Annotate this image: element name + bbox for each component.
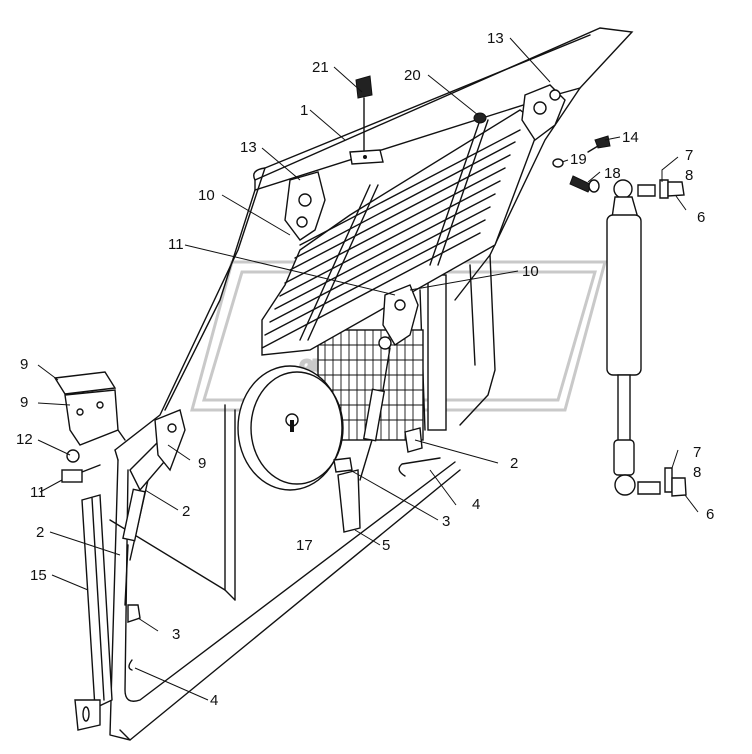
gas-strut-center bbox=[359, 347, 391, 481]
callout-4-upper: 4 bbox=[472, 496, 480, 513]
callout-14: 14 bbox=[622, 129, 639, 146]
callout-18: 18 bbox=[604, 165, 621, 182]
callout-9-bracket: 9 bbox=[198, 455, 206, 472]
callout-5: 5 bbox=[382, 537, 390, 554]
callout-19: 19 bbox=[570, 151, 587, 168]
side-post bbox=[74, 494, 113, 731]
fitting-top bbox=[637, 179, 685, 199]
loose-bracket bbox=[53, 371, 126, 446]
clamp-3-upper bbox=[333, 457, 353, 473]
lower-bracket-left bbox=[129, 409, 186, 492]
callout-3-lower: 3 bbox=[172, 626, 180, 643]
callout-15: 15 bbox=[30, 567, 47, 584]
screw-14 bbox=[587, 135, 611, 153]
hinge-right bbox=[521, 84, 566, 142]
callout-13-left: 13 bbox=[240, 139, 257, 156]
callout-6-bottom: 6 bbox=[706, 506, 714, 523]
callout-21: 21 bbox=[312, 59, 329, 76]
latch-bracket bbox=[378, 284, 419, 350]
callout-2-right: 2 bbox=[510, 455, 518, 472]
clamp-3-lower bbox=[127, 604, 141, 623]
fan-cover bbox=[237, 365, 344, 491]
bracket-5 bbox=[337, 469, 361, 533]
callout-12: 12 bbox=[16, 431, 33, 448]
clip-2-lower bbox=[404, 427, 423, 453]
nut-20 bbox=[473, 112, 487, 124]
callout-6-top: 6 bbox=[697, 209, 705, 226]
callout-8-bottom: 8 bbox=[693, 464, 701, 481]
callout-2-far-left: 2 bbox=[36, 524, 44, 541]
callout-2-left: 2 bbox=[182, 503, 190, 520]
fitting-bottom bbox=[637, 467, 687, 497]
callout-9-top: 9 bbox=[20, 356, 28, 373]
callout-4-lower: 4 bbox=[210, 692, 218, 709]
callout-labels: 21 20 13 13 1 14 19 18 7 8 6 10 11 10 9 … bbox=[16, 30, 714, 709]
bolt-21 bbox=[355, 75, 373, 151]
callout-11-bottom: 11 bbox=[30, 484, 46, 501]
callout-13-top: 13 bbox=[487, 30, 504, 47]
callout-7-bottom: 7 bbox=[693, 444, 701, 461]
washer-19 bbox=[552, 158, 564, 168]
callout-11-top: 11 bbox=[168, 236, 184, 253]
callout-9-mid: 9 bbox=[20, 394, 28, 411]
callout-20: 20 bbox=[404, 67, 421, 84]
callout-7-top: 7 bbox=[685, 147, 693, 164]
bolt-11 bbox=[61, 449, 101, 483]
screw-18 bbox=[569, 175, 600, 193]
callout-10-right: 10 bbox=[522, 263, 539, 280]
hinge-left bbox=[284, 171, 326, 241]
callout-3-upper: 3 bbox=[442, 513, 450, 530]
callout-17: 17 bbox=[296, 537, 313, 554]
gas-strut-left bbox=[122, 479, 149, 606]
support-rods bbox=[299, 119, 489, 341]
top-plate bbox=[349, 149, 384, 165]
callout-10-left: 10 bbox=[198, 187, 215, 204]
callout-1: 1 bbox=[300, 102, 308, 119]
gas-strut-loose bbox=[606, 179, 642, 496]
clip-4 bbox=[128, 457, 441, 671]
callout-8-top: 8 bbox=[685, 167, 693, 184]
leader-lines bbox=[37, 37, 699, 701]
